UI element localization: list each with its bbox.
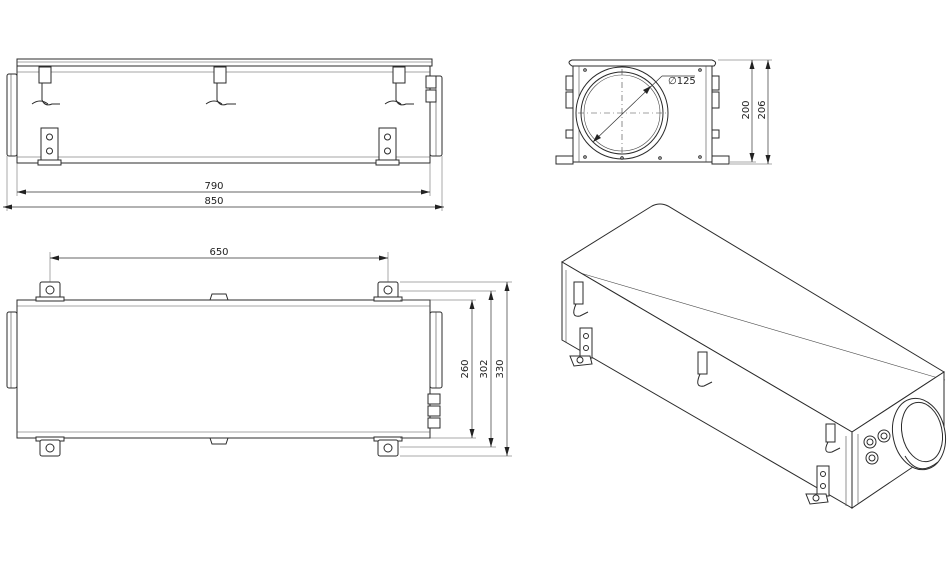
iso-bracket-right [805,465,830,505]
isometric-view [561,203,947,509]
dim-diameter-label: ∅125 [668,76,696,87]
end-view [555,59,772,165]
top-bracket-left-lower [35,436,65,457]
top-bracket-right-lower [373,436,403,457]
iso-bracket-left [569,327,593,367]
dim-650-label: 650 [209,247,228,258]
iso-latch-left [573,281,589,317]
iso-latch-right [825,423,841,453]
bracket-right [375,127,400,166]
dim-200-label: 200 [741,100,752,119]
dim-206-label: 206 [757,100,768,119]
bracket-left [37,127,62,166]
iso-latch-middle [697,351,713,387]
dim-790-label: 790 [204,181,223,192]
top-bracket-left-upper [35,281,65,302]
top-view [6,252,512,457]
dim-850-label: 850 [204,196,223,207]
dim-260-label: 260 [460,359,471,378]
latch-left [31,66,60,106]
side-view [3,58,444,211]
top-bracket-right-upper [373,281,403,302]
latch-right [384,66,414,106]
dim-330-label: 330 [495,359,506,378]
dim-302-label: 302 [479,359,490,378]
latch-middle [205,66,236,106]
